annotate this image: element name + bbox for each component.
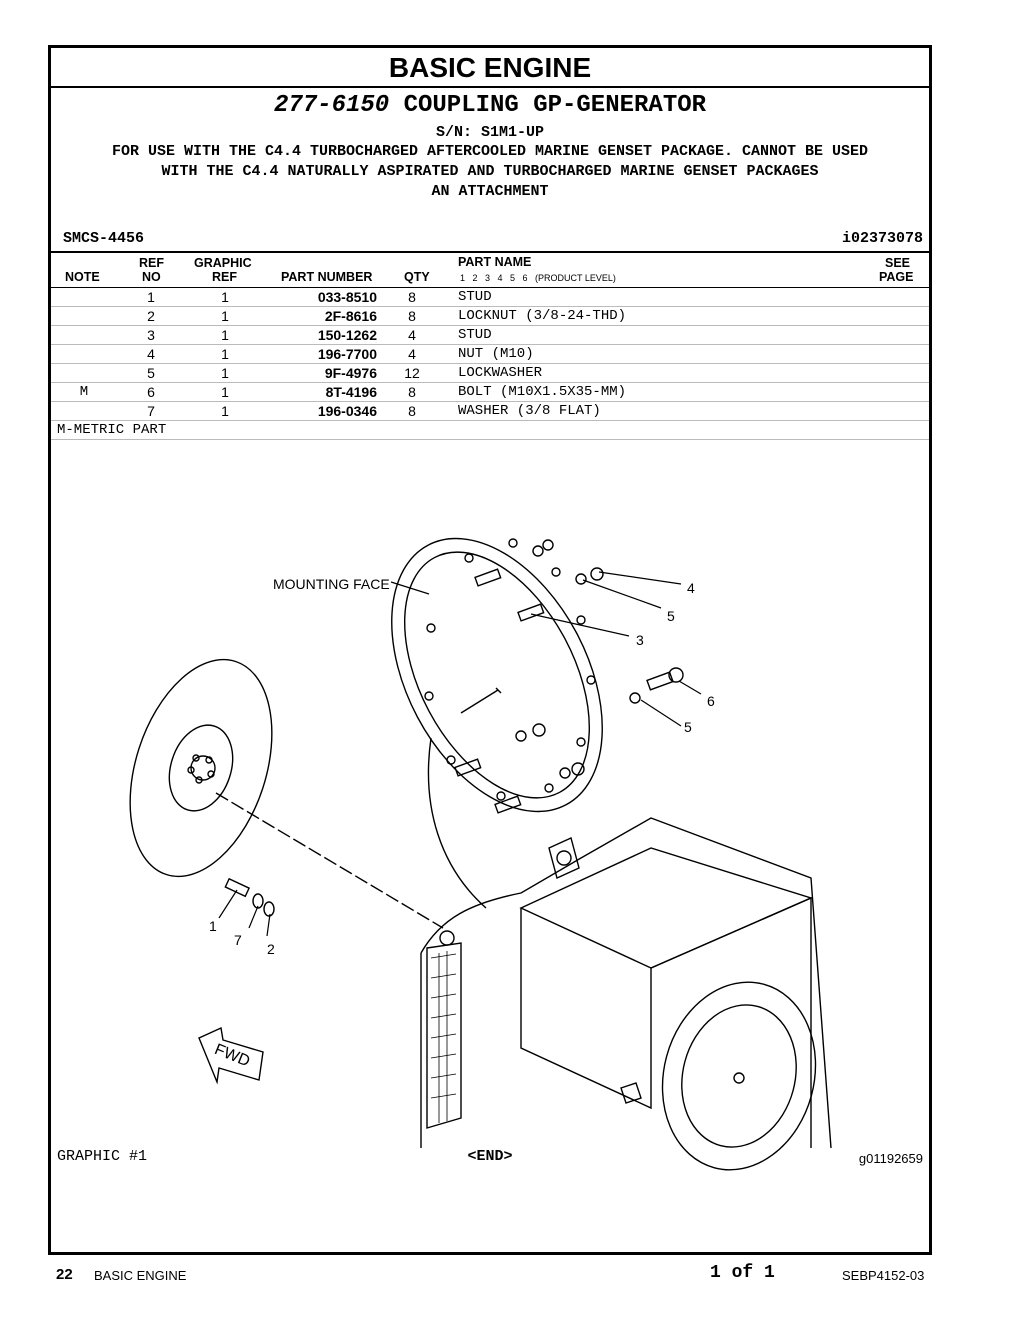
graphic-ref-cell: 1 <box>221 365 229 381</box>
table-header: NOTE REF NO GRAPHIC REF PART NUMBER QTY … <box>51 251 929 288</box>
part-name-cell: NUT (M10) <box>458 346 534 362</box>
part-name-cell: LOCKNUT (3/8-24-THD) <box>458 308 627 324</box>
graphic-id: g01192659 <box>858 1151 923 1166</box>
table-row: 4 1 196-7700 4 NUT (M10) <box>51 345 929 364</box>
table-row: M 6 1 8T-4196 8 BOLT (M10X1.5X35-MM) <box>51 383 929 402</box>
fwd-label: FWD <box>212 1041 252 1070</box>
header-see-top: SEE <box>885 256 911 270</box>
footer-page-count: 1 of 1 <box>710 1263 775 1283</box>
graphic-ref-cell: 1 <box>221 327 229 343</box>
section-title: BASIC ENGINE <box>51 48 929 88</box>
table-row: 2 1 2F-8616 8 LOCKNUT (3/8-24-THD) <box>51 307 929 326</box>
graphic-ref-cell: 1 <box>221 346 229 362</box>
part-number-cell: 2F-8616 <box>324 308 377 324</box>
fwd-arrow-icon: FWD <box>198 1026 264 1085</box>
table-row: 5 1 9F-4976 12 LOCKWASHER <box>51 364 929 383</box>
header-graphic-bottom: REF <box>212 270 237 284</box>
table-row: 3 1 150-1262 4 STUD <box>51 326 929 345</box>
generator-housing <box>420 817 832 1171</box>
callout-3: 3 <box>636 632 644 648</box>
quantity-cell: 4 <box>408 346 416 362</box>
part-name-cell: WASHER (3/8 FLAT) <box>458 403 601 419</box>
serial-range: S/N: S1M1-UP <box>435 124 545 141</box>
description-text: FOR USE WITH THE C4.4 TURBOCHARGED AFTER… <box>111 143 869 180</box>
part-name-cell: BOLT (M10X1.5X35-MM) <box>458 384 627 400</box>
callout-leaders <box>218 571 702 937</box>
attachment-label: AN ATTACHMENT <box>431 183 549 200</box>
graphic-ref-cell: 1 <box>221 403 229 419</box>
table-row: 7 1 196-0346 8 WASHER (3/8 FLAT) <box>51 402 929 421</box>
callout-4: 4 <box>687 580 695 596</box>
ref-number-cell: 7 <box>147 403 155 419</box>
header-qty: QTY <box>404 270 430 284</box>
ref-number-cell: 4 <box>147 346 155 362</box>
part-number-cell: 8T-4196 <box>325 384 377 400</box>
callout-1: 1 <box>209 918 217 934</box>
parts-table: NOTE REF NO GRAPHIC REF PART NUMBER QTY … <box>51 251 929 440</box>
quantity-cell: 8 <box>408 384 416 400</box>
smcs-code: SMCS-4456 <box>63 230 145 247</box>
header-ref-top: REF <box>139 256 164 270</box>
document-id: i02373078 <box>841 230 923 247</box>
end-marker: <END> <box>467 1148 513 1165</box>
header-note: NOTE <box>65 270 100 284</box>
group-description: FOR USE WITH THE C4.4 TURBOCHARGED AFTER… <box>91 142 889 202</box>
part-name-cell: STUD <box>458 289 492 305</box>
ref-number-cell: 6 <box>147 384 155 400</box>
part-number-cell: 9F-4976 <box>324 365 377 381</box>
quantity-cell: 4 <box>408 327 416 343</box>
quantity-cell: 12 <box>404 365 420 381</box>
ref-number-cell: 3 <box>147 327 155 343</box>
graphic-ref-cell: 1 <box>221 384 229 400</box>
group-part-number: 277-6150 <box>273 92 390 119</box>
header-ref-bottom: NO <box>142 270 161 284</box>
header-part-name: PART NAME <box>458 255 532 269</box>
footer-section: BASIC ENGINE <box>94 1268 187 1283</box>
callout-7: 7 <box>234 932 242 948</box>
header-see-bottom: PAGE <box>879 270 914 284</box>
quantity-cell: 8 <box>408 403 416 419</box>
callout-2: 2 <box>267 941 275 957</box>
part-name-cell: STUD <box>458 327 492 343</box>
page-frame: BASIC ENGINE 277-6150 COUPLING GP-GENERA… <box>48 45 932 1255</box>
part-number-cell: 033-8510 <box>317 289 377 305</box>
ring-hardware <box>454 539 684 814</box>
callout-5b: 5 <box>684 719 692 735</box>
quantity-cell: 8 <box>408 289 416 305</box>
header-graphic-top: GRAPHIC <box>194 256 252 270</box>
footer-page-number: 22 <box>56 1266 73 1283</box>
ref-number-cell: 2 <box>147 308 155 324</box>
table-footnote: M-METRIC PART <box>51 421 929 440</box>
ref-number-cell: 1 <box>147 289 155 305</box>
group-name: COUPLING GP-GENERATOR <box>403 92 707 119</box>
group-title: 277-6150 COUPLING GP-GENERATOR <box>51 92 929 119</box>
coupling-disc <box>129 658 444 929</box>
note-cell: M <box>79 384 89 400</box>
mounting-face-label: MOUNTING FACE <box>273 576 390 592</box>
graphic-ref-cell: 1 <box>221 308 229 324</box>
table-row: 1 1 033-8510 8 STUD <box>51 288 929 307</box>
exploded-view-graphic: FWD MOUNTING FACE 4 5 3 6 5 1 7 2 <box>129 537 832 1171</box>
ref-number-cell: 5 <box>147 365 155 381</box>
header-product-levels: 1 2 3 4 5 6 (PRODUCT LEVEL) <box>460 273 616 283</box>
part-number-cell: 196-7700 <box>317 346 377 362</box>
callout-6: 6 <box>707 693 715 709</box>
graphic-ref-cell: 1 <box>221 289 229 305</box>
part-number-cell: 196-0346 <box>317 403 377 419</box>
quantity-cell: 8 <box>408 308 416 324</box>
part-name-cell: LOCKWASHER <box>458 365 543 381</box>
part-number-cell: 150-1262 <box>317 327 377 343</box>
mounting-face-ring <box>391 537 603 909</box>
graphic-caption: GRAPHIC #1 <box>57 1148 148 1165</box>
header-part-number: PART NUMBER <box>281 270 373 284</box>
callout-5a: 5 <box>667 608 675 624</box>
footer-document-number: SEBP4152-03 <box>842 1268 925 1283</box>
